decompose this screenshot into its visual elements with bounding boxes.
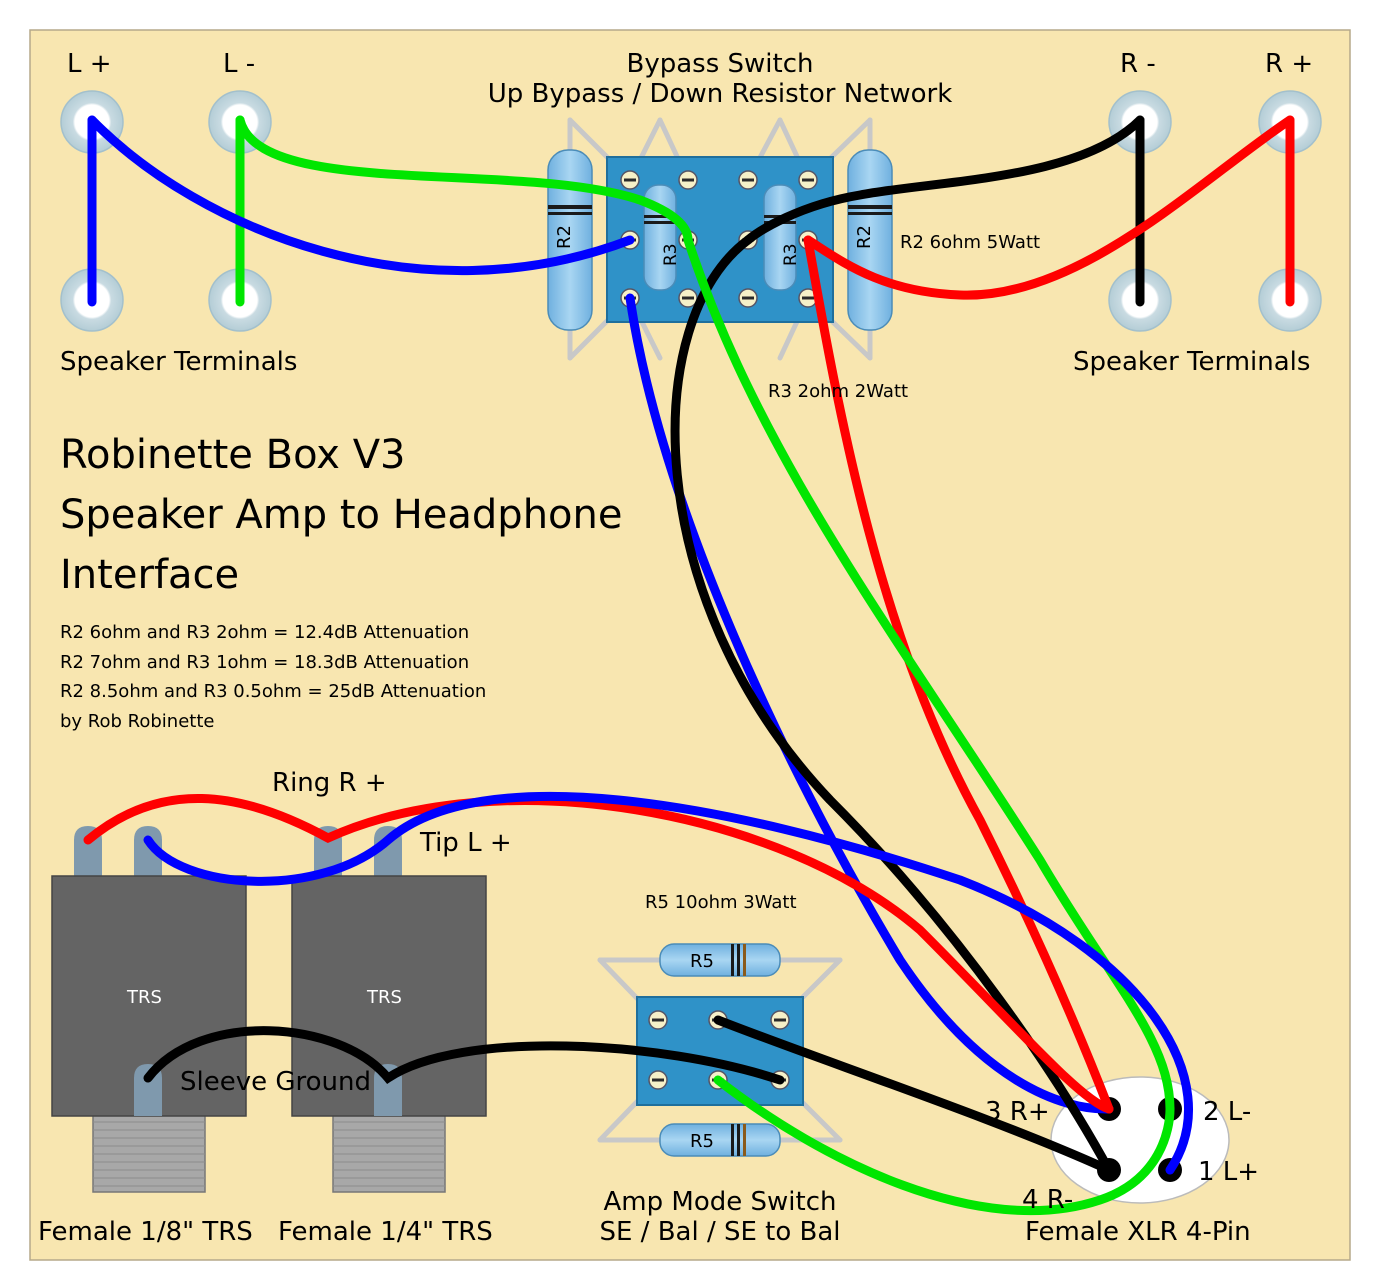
- page-title-line-2: Speaker Amp to Headphone: [60, 492, 622, 538]
- right-speaker-terminals-caption: Speaker Terminals: [1073, 347, 1310, 377]
- amp-mode-switch-title: Amp Mode Switch: [604, 1187, 837, 1217]
- trs-jack-quarter-label: TRS: [366, 987, 402, 1008]
- wire-red-ring: [83, 793, 1114, 1114]
- r3-note: R3 2ohm 2Watt: [768, 381, 908, 402]
- r3-right-label: R3: [781, 243, 801, 266]
- r2-left-resistor: R2: [547, 149, 593, 331]
- r5-note: R5 10ohm 3Watt: [645, 892, 797, 913]
- page-title-line-1: Robinette Box V3: [60, 432, 406, 478]
- bypass-switch: R2 R2 R3 R3: [547, 117, 893, 361]
- r2-right-label: R2: [854, 225, 875, 249]
- amp-mode-switch-subtitle: SE / Bal / SE to Bal: [599, 1217, 840, 1247]
- xlr-pin-2-label: 2 L-: [1203, 1097, 1251, 1127]
- labels: L + L - R - R + Bypass Switch Up Bypass …: [38, 49, 1313, 1247]
- wire-black-sleeve: [143, 1026, 785, 1085]
- wire-green-l-minus-to-switch: [235, 115, 693, 245]
- note-author: by Rob Robinette: [60, 711, 214, 732]
- note-line-2: R2 7ohm and R3 1ohm = 18.3dB Attenuation: [60, 652, 469, 673]
- wire-red-r-plus-to-switch: [803, 115, 1295, 300]
- trs-jack-quarter: TRS: [291, 826, 487, 1193]
- trs-jack-quarter-thread-lines: [333, 1121, 445, 1187]
- r5-bottom-resistor: R5: [659, 1123, 781, 1157]
- xlr-caption: Female XLR 4-Pin: [1025, 1217, 1251, 1247]
- jack-eighth-caption: Female 1/8" TRS: [38, 1217, 253, 1247]
- wire-blue-l-plus-to-switch: [87, 115, 635, 276]
- note-line-3: R2 8.5ohm and R3 0.5ohm = 25dB Attenuati…: [60, 681, 486, 702]
- r3-right-resistor: R3: [763, 184, 801, 291]
- trs-jack-eighth-tip-pin: [134, 826, 162, 880]
- page-title-line-3: Interface: [60, 552, 239, 598]
- left-speaker-terminals-caption: Speaker Terminals: [60, 347, 297, 377]
- note-line-1: R2 6ohm and R3 2ohm = 12.4dB Attenuation: [60, 622, 469, 643]
- xlr-pin-3-label: 3 R+: [985, 1097, 1050, 1127]
- label-l-plus: L +: [67, 49, 112, 79]
- xlr-pin-4-label: 4 R-: [1022, 1185, 1073, 1215]
- r5-top-resistor: R5: [659, 943, 781, 977]
- label-r-plus: R +: [1265, 49, 1313, 79]
- wire-blue-tip: [143, 791, 1193, 1175]
- r2-left-label: R2: [554, 225, 575, 249]
- jack-quarter-caption: Female 1/4" TRS: [278, 1217, 493, 1247]
- wires: [83, 115, 1295, 1216]
- wire-red-switch-to-xlr: [803, 235, 1114, 1114]
- bypass-switch-title: Bypass Switch: [627, 49, 814, 79]
- r2-right-resistor: R2: [847, 149, 893, 331]
- trs-jack-eighth-thread: [92, 1111, 206, 1193]
- trs-jack-eighth-sleeve-pin: [134, 1064, 162, 1116]
- bypass-switch-subtitle: Up Bypass / Down Resistor Network: [488, 79, 953, 109]
- wire-black-r-minus-to-switch: [743, 115, 1145, 245]
- ring-label: Ring R +: [272, 768, 387, 798]
- wire-blue-switch-to-xlr: [625, 293, 1114, 1114]
- trs-jack-quarter-thread: [332, 1111, 446, 1193]
- r5-bottom-label: R5: [690, 1131, 714, 1152]
- r2-note: R2 6ohm 5Watt: [900, 232, 1040, 253]
- r5-top-label: R5: [690, 951, 714, 972]
- trs-jack-eighth-label: TRS: [126, 987, 162, 1008]
- wire-black-amp-to-xlr: [713, 1015, 1114, 1175]
- label-r-minus: R -: [1120, 49, 1156, 79]
- sleeve-label: Sleeve Ground: [180, 1067, 371, 1097]
- label-l-minus: L -: [223, 49, 255, 79]
- trs-jack-eighth-thread-lines: [93, 1121, 205, 1187]
- wire-green-amp-to-xlr: [713, 1075, 1175, 1216]
- r3-left-label: R3: [661, 243, 681, 266]
- wire-green-switch-to-xlr: [683, 235, 1175, 1114]
- xlr-pin-1-label: 1 L+: [1198, 1157, 1259, 1187]
- tip-label: Tip L +: [419, 828, 512, 858]
